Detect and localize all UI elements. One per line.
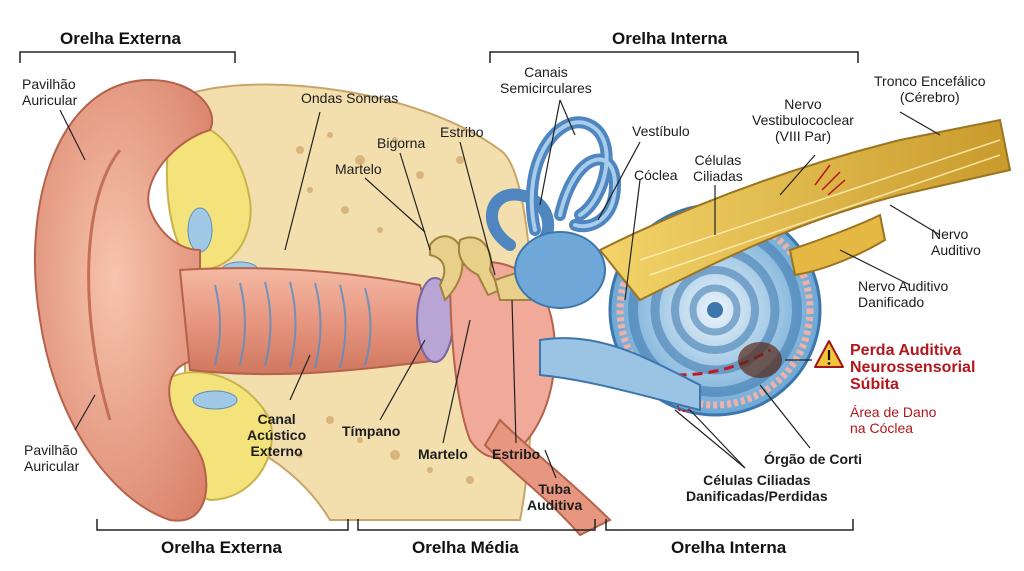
label-stapes-bottom: Estribo <box>492 446 541 462</box>
label-hair-cells: Células Ciliadas <box>693 152 743 184</box>
header-top-inner: Orelha Interna <box>612 29 728 48</box>
label-ear-canal: Canal Acústico Externo <box>247 411 307 459</box>
sound-wave-arcs <box>214 281 372 369</box>
bone-pores <box>296 132 474 484</box>
nerve-fray <box>814 164 846 196</box>
bracket-bottom-middle <box>357 519 596 531</box>
header-bottom-middle: Orelha Média <box>412 538 519 557</box>
label-pinna-bottom: Pavilhão Auricular <box>24 442 80 474</box>
vestibule <box>514 231 606 309</box>
label-pinna-top: Pavilhão Auricular <box>22 76 78 108</box>
label-tympanum: Tímpano <box>342 423 401 439</box>
header-top-outer: Orelha Externa <box>60 29 181 48</box>
bracket-top-outer <box>19 51 236 63</box>
damaged-nerve-branch <box>788 213 887 277</box>
basilar-membrane <box>539 337 701 412</box>
label-damaged-nerve: Nervo Auditivo Danificado <box>858 278 949 310</box>
label-cochlea: Cóclea <box>634 167 678 183</box>
label-incus: Bigorna <box>377 135 426 151</box>
warning-title: Perda Auditiva Neurossensorial Súbita <box>850 342 976 393</box>
pinna-shape <box>33 78 214 522</box>
label-damaged-hair-cells: Células Ciliadas Danificadas/Perdidas <box>686 472 828 504</box>
label-stapes-top: Estribo <box>440 124 484 140</box>
label-eustachian-tube: Tuba Auditiva <box>527 481 583 513</box>
label-malleus-top: Martelo <box>335 161 382 177</box>
header-bottom-outer: Orelha Externa <box>161 538 282 557</box>
label-malleus-bottom: Martelo <box>418 446 468 462</box>
label-vestibulocochlear-nerve: Nervo Vestibulococlear (VIII Par) <box>752 96 854 144</box>
auditory-nerve <box>598 118 1012 302</box>
malleus-bone <box>429 235 464 302</box>
label-organ-of-corti: Órgão de Corti <box>764 451 863 467</box>
warning-subtitle: Área de Dano na Cóclea <box>850 404 937 436</box>
label-semicircular-canals: Canais Semicirculares <box>500 64 592 96</box>
damage-spot <box>738 342 782 378</box>
label-vestibule: Vestíbulo <box>632 123 690 139</box>
header-bottom-inner: Orelha Interna <box>671 538 787 557</box>
label-auditory-nerve: Nervo Auditivo <box>931 226 981 258</box>
bracket-bottom-inner <box>605 519 854 531</box>
bracket-top-inner <box>489 51 859 63</box>
bracket-bottom-outer <box>96 519 349 531</box>
label-brainstem: Tronco Encefálico (Cérebro) <box>874 73 986 105</box>
warning-triangle-icon <box>814 340 844 368</box>
leader-lines <box>59 99 941 479</box>
label-sound-waves: Ondas Sonoras <box>301 90 399 106</box>
